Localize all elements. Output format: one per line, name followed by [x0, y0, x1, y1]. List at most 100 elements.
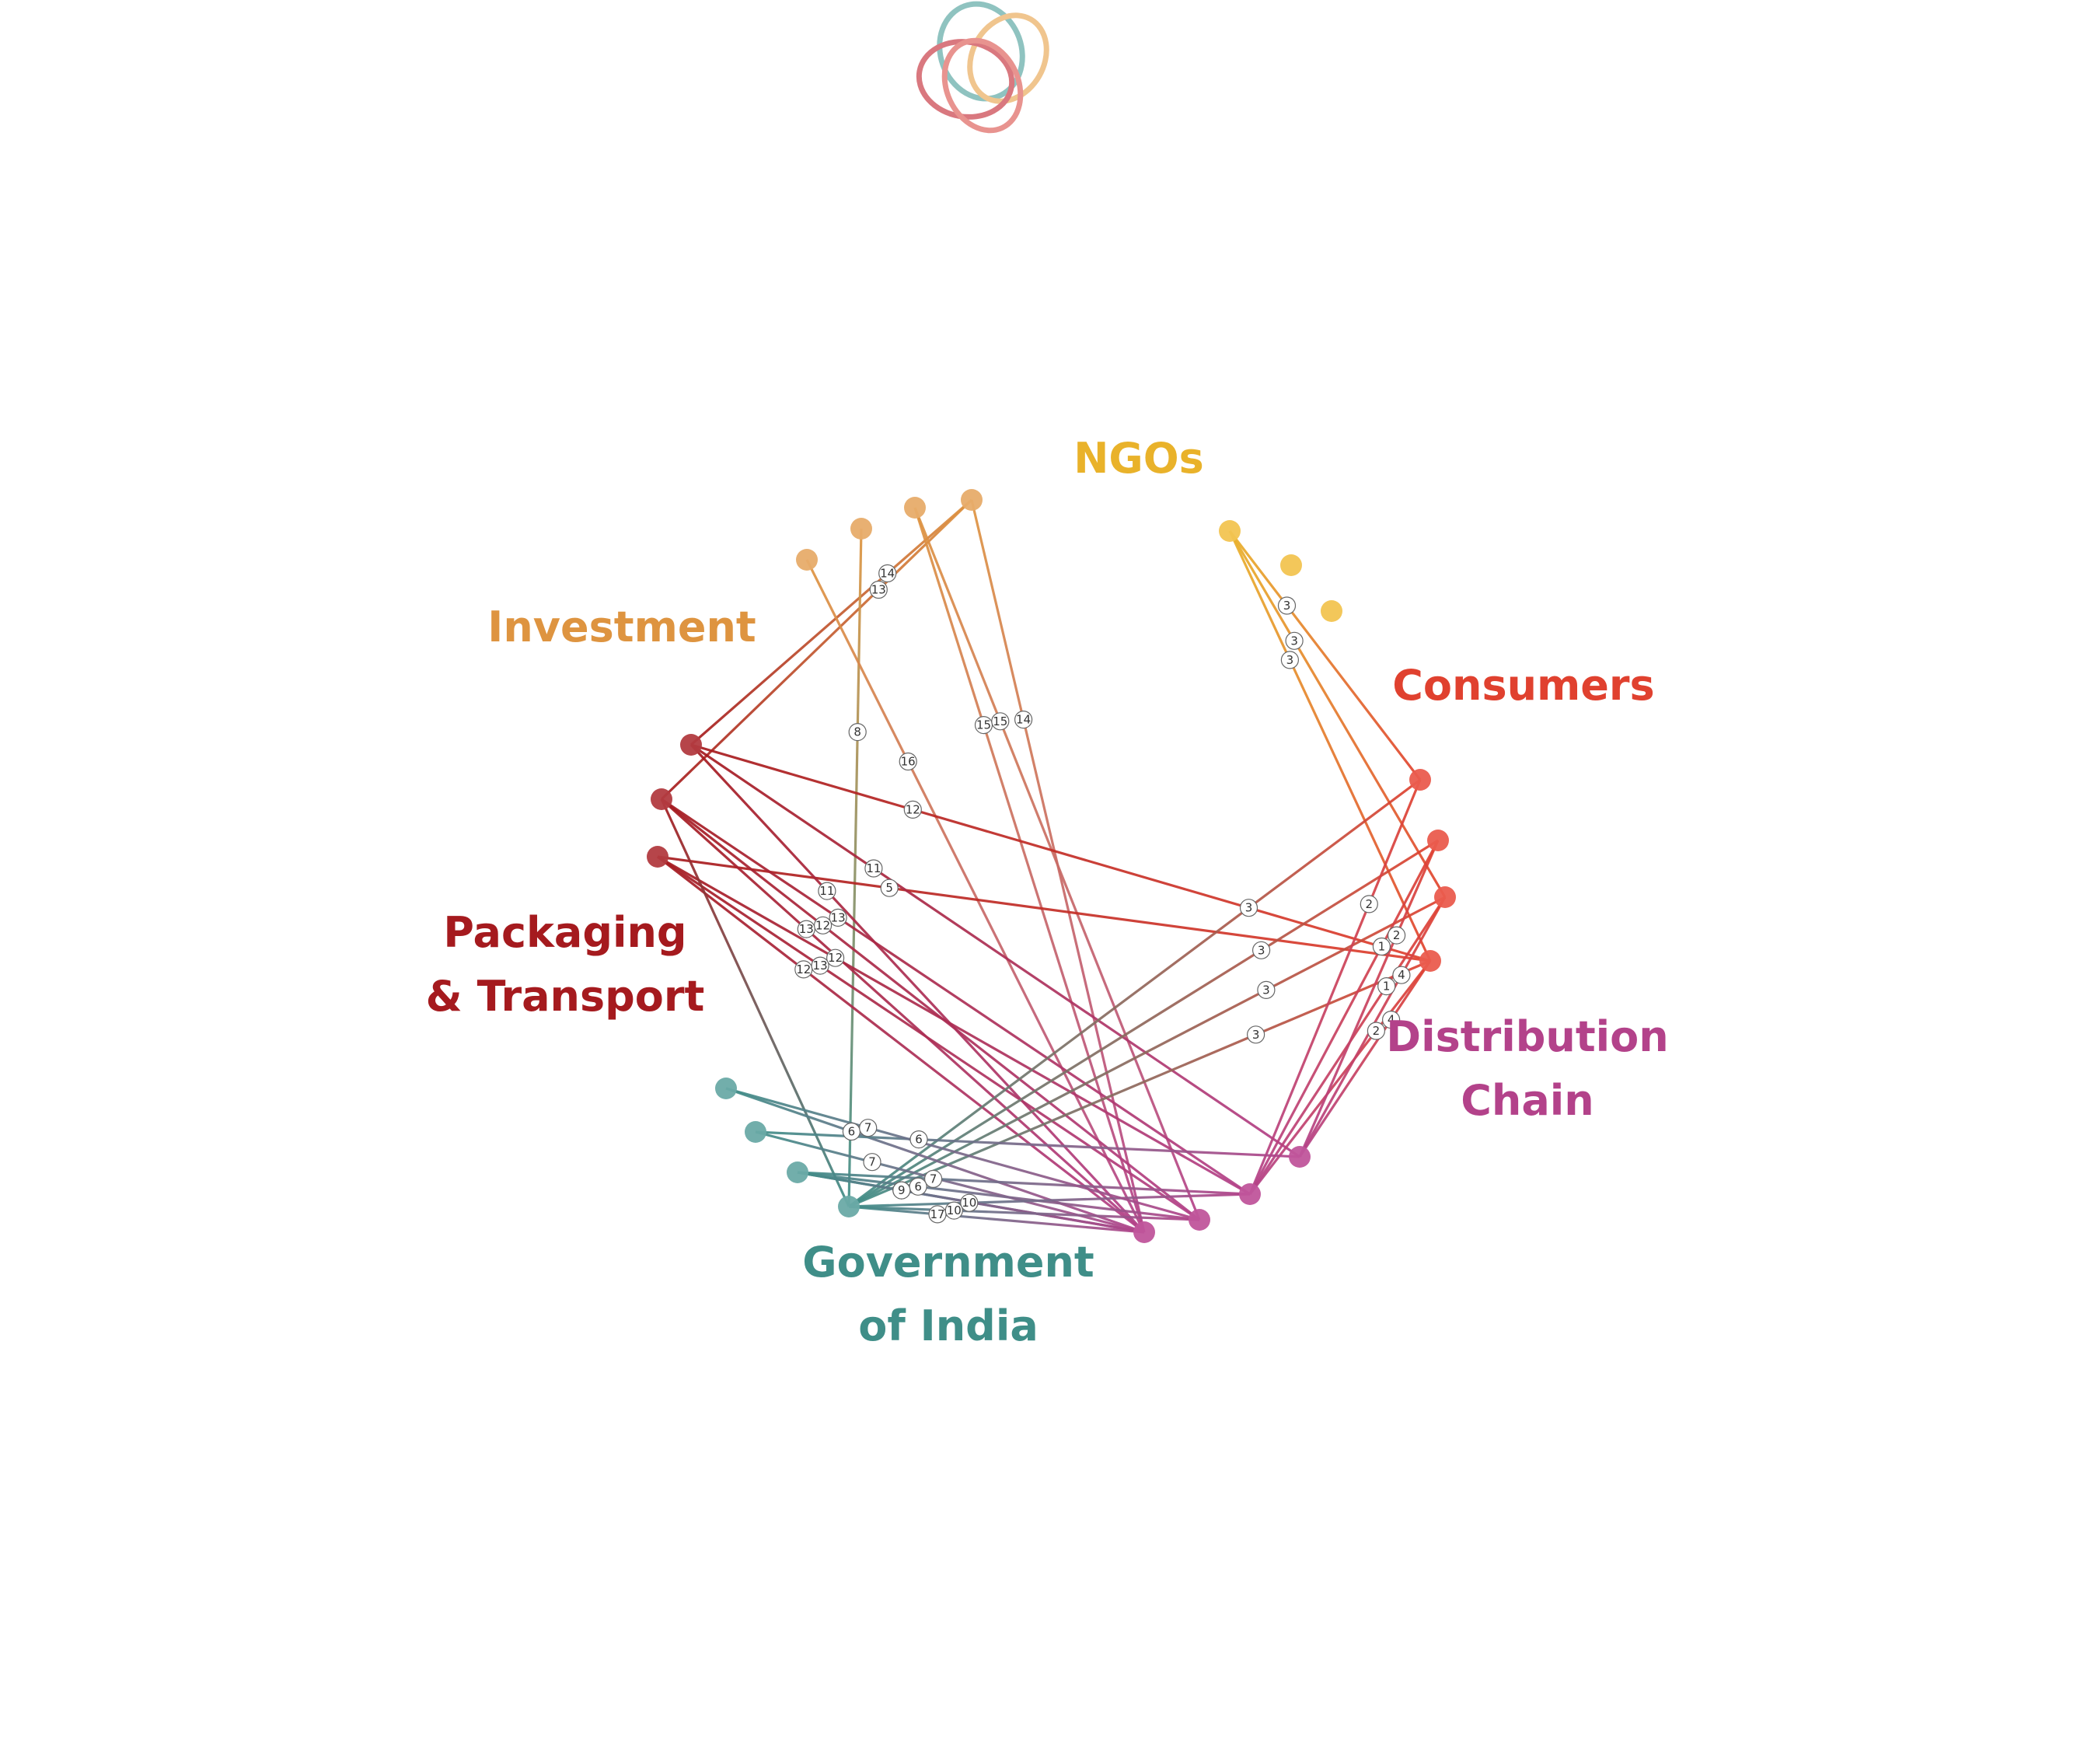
- government-node[interactable]: [745, 1121, 766, 1143]
- edge-weight-text: 13: [831, 910, 846, 924]
- edge-line: [657, 855, 1200, 1221]
- edge-weight-badge: [1387, 926, 1406, 945]
- consumers-node[interactable]: [1409, 769, 1431, 791]
- edge-line: [848, 1205, 1200, 1221]
- edge-weight-label: 6: [909, 1130, 928, 1149]
- edge-weight-label: 3: [1246, 1025, 1265, 1044]
- edge-weight-text: 3: [1290, 634, 1298, 648]
- edge-line: [1248, 960, 1432, 1195]
- ngo-node[interactable]: [1280, 554, 1302, 576]
- investment-node[interactable]: [796, 549, 818, 571]
- edge-weight-label: 7: [859, 1119, 878, 1137]
- edge-weight-text: 6: [914, 1179, 922, 1193]
- edge-weight-badge: [1285, 631, 1304, 650]
- edge-line: [797, 1171, 1251, 1196]
- edge-weight-badge: [1251, 941, 1271, 959]
- edge-weight-badge: [848, 722, 867, 742]
- edge-weight-text: 4: [1388, 1013, 1395, 1027]
- distribution-node[interactable]: [1133, 1221, 1155, 1243]
- edge-weight-label: 3: [1285, 631, 1304, 650]
- edge-weight-label: 14: [878, 564, 897, 583]
- edge-weight-text: 2: [1366, 897, 1374, 911]
- consumers-node[interactable]: [1434, 886, 1456, 908]
- packaging-node[interactable]: [647, 846, 668, 868]
- investment-node[interactable]: [961, 489, 983, 511]
- edge-line: [848, 1193, 1251, 1208]
- edge-weight-text: 10: [962, 1196, 976, 1210]
- ngos-label-line: NGOs: [1073, 434, 1204, 483]
- edge-line: [690, 743, 1431, 962]
- edge-line: [661, 798, 1200, 1221]
- edge-weight-text: 3: [1286, 653, 1294, 667]
- investment-node[interactable]: [904, 497, 926, 519]
- consumers-label-line: Consumers: [1392, 661, 1654, 710]
- distribution-label-line: Chain: [1461, 1076, 1594, 1125]
- edge-line: [847, 528, 863, 1207]
- edge-weight-text: 3: [1258, 943, 1265, 957]
- edge-weight-text: 15: [976, 718, 991, 732]
- edge-weight-text: 12: [796, 962, 811, 976]
- edge-weight-text: 3: [1283, 599, 1291, 613]
- edge-weight-text: 6: [848, 1125, 856, 1139]
- edge-weight-text: 13: [871, 583, 886, 597]
- government-label-line: Government: [802, 1238, 1094, 1287]
- distribution-node[interactable]: [1289, 1146, 1311, 1168]
- packaging-node[interactable]: [680, 734, 702, 756]
- ngo-node[interactable]: [1219, 520, 1241, 542]
- edge-line: [1248, 840, 1440, 1195]
- edge-weight-badge: [880, 879, 899, 897]
- ngos-label: NGOs: [1073, 434, 1204, 483]
- edge-weight-label: 2: [1367, 1022, 1386, 1040]
- edge-line: [805, 559, 1146, 1233]
- edge-weight-text: 3: [1252, 1028, 1260, 1042]
- distribution-label-line: Distribution: [1386, 1012, 1668, 1061]
- edge-line: [690, 743, 1300, 1158]
- edge-weight-label: 6: [909, 1177, 927, 1196]
- government-node[interactable]: [838, 1196, 860, 1217]
- edge-weight-label: 14: [1014, 710, 1033, 729]
- edge-weight-badge: [864, 859, 883, 878]
- edge-weight-label: 10: [960, 1193, 979, 1212]
- edge-line: [660, 798, 850, 1207]
- distribution-node[interactable]: [1239, 1183, 1261, 1205]
- packaging-node[interactable]: [651, 788, 672, 810]
- ngo-node[interactable]: [1321, 600, 1342, 622]
- government-label-line: of India: [858, 1301, 1039, 1350]
- edge-line: [657, 855, 1251, 1196]
- logo-ring: [937, 1, 1025, 102]
- edge-weight-label: 13: [797, 920, 815, 938]
- edge-weight-text: 7: [868, 1155, 876, 1169]
- edge-line: [1298, 960, 1432, 1158]
- edge-line: [913, 507, 1201, 1221]
- edge-weight-label: 7: [863, 1153, 881, 1172]
- edge-weight-text: 2: [1393, 928, 1401, 942]
- edge-weight-label: 6: [842, 1122, 861, 1141]
- government-node[interactable]: [787, 1161, 808, 1183]
- edge-weight-badge: [960, 1193, 979, 1212]
- edge-line: [913, 507, 1146, 1233]
- edge-weight-text: 9: [898, 1183, 906, 1197]
- distribution-node[interactable]: [1189, 1209, 1210, 1231]
- packaging-label: Packaging& Transport: [426, 908, 705, 1021]
- edge-weight-badge: [1239, 899, 1258, 917]
- edge-weight-badge: [991, 712, 1010, 731]
- edge-weight-label: 15: [974, 715, 993, 735]
- investment-node[interactable]: [850, 518, 872, 540]
- edge-weight-label: 17: [928, 1205, 947, 1224]
- edge-line: [848, 839, 1439, 1208]
- edge-weight-text: 11: [866, 861, 881, 875]
- edge-weight-label: 2: [1360, 895, 1378, 913]
- edge-weight-label: 2: [1387, 926, 1406, 945]
- logo-ring: [916, 39, 1015, 120]
- edge-weight-text: 11: [819, 884, 834, 898]
- government-node[interactable]: [715, 1078, 737, 1099]
- consumers-node[interactable]: [1419, 950, 1441, 972]
- edge-weight-text: 12: [906, 802, 920, 816]
- edge-weight-badge: [944, 1201, 963, 1220]
- edge-weight-badge: [892, 1181, 911, 1200]
- edge-weight-label: 1: [1372, 937, 1391, 956]
- consumers-node[interactable]: [1427, 830, 1449, 851]
